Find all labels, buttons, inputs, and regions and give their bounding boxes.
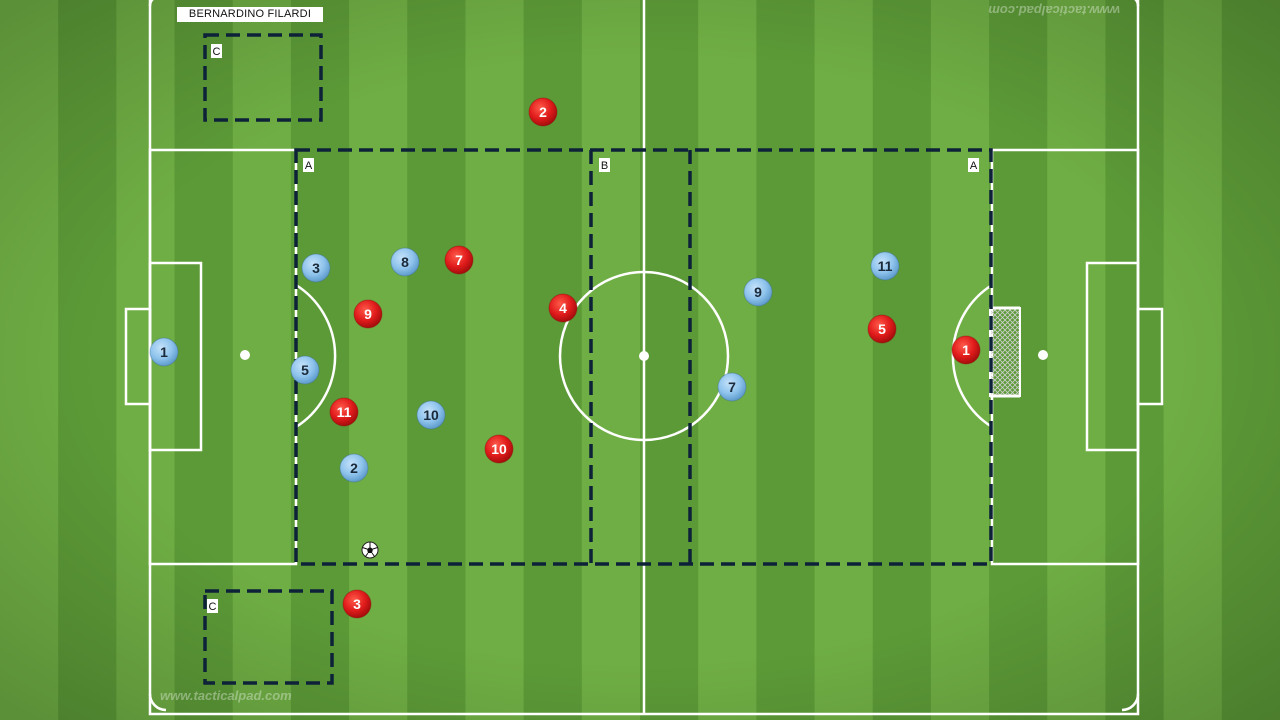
- blue-player-11[interactable]: 11: [870, 251, 900, 281]
- svg-text:2: 2: [350, 460, 358, 476]
- svg-text:B: B: [601, 160, 608, 172]
- zone-c-bottom: [203, 589, 334, 685]
- left-penalty-spot: [240, 350, 250, 360]
- pitch-lines: [124, 0, 1164, 716]
- blue-player-9[interactable]: 9: [743, 277, 773, 307]
- training-zones: [203, 33, 993, 685]
- svg-text:5: 5: [878, 321, 886, 337]
- svg-text:10: 10: [423, 407, 439, 423]
- red-player-9[interactable]: 9: [353, 299, 383, 329]
- zone-label-a-left: A: [303, 158, 314, 172]
- svg-text:C: C: [213, 46, 221, 58]
- corner-arc-bottom-left: [148, 693, 167, 712]
- red-player-11[interactable]: 11: [329, 397, 359, 427]
- zone-label-b: B: [599, 158, 610, 172]
- zone-label-c-bottom: C: [207, 599, 218, 613]
- centre-spot: [639, 351, 649, 361]
- svg-text:1: 1: [962, 342, 970, 358]
- zone-label-a-right: A: [968, 158, 979, 172]
- svg-text:A: A: [305, 160, 313, 172]
- team-red: 2 7 4 9 11 10: [329, 97, 981, 619]
- blue-player-7[interactable]: 7: [717, 372, 747, 402]
- red-player-3[interactable]: 3: [342, 589, 372, 619]
- blue-player-3[interactable]: 3: [301, 253, 331, 283]
- svg-text:2: 2: [539, 104, 547, 120]
- zone-c-top: [203, 33, 323, 122]
- centre-circle: [558, 270, 730, 442]
- svg-text:11: 11: [878, 258, 893, 274]
- red-player-4[interactable]: 4: [548, 293, 578, 323]
- red-player-2[interactable]: 2: [528, 97, 558, 127]
- corner-arc-top-left: [148, 0, 154, 7]
- author-label: BERNARDINO FILARDI: [177, 7, 323, 22]
- zone-labels: A B A C C: [207, 44, 979, 613]
- pitch-spots: [240, 350, 1048, 361]
- left-goal-frame: [124, 307, 152, 406]
- svg-text:9: 9: [754, 284, 762, 300]
- watermark-bottom: www.tacticalpad.com: [160, 688, 292, 703]
- svg-text:9: 9: [364, 306, 372, 322]
- team-blue: 3 8 1 5 10 2 9: [149, 247, 900, 483]
- svg-text:5: 5: [301, 362, 309, 378]
- soccer-ball-icon[interactable]: [361, 541, 379, 559]
- blue-player-10[interactable]: 10: [416, 400, 446, 430]
- watermark-top: www.tacticalpad.com: [988, 3, 1120, 18]
- red-player-5[interactable]: 5: [867, 314, 897, 344]
- blue-player-1[interactable]: 1: [149, 337, 179, 367]
- svg-text:8: 8: [401, 254, 409, 270]
- red-player-1[interactable]: 1: [951, 335, 981, 365]
- svg-text:3: 3: [353, 596, 361, 612]
- zone-label-c-top: C: [211, 44, 222, 58]
- left-penalty-arc: [295, 283, 337, 429]
- corner-arc-bottom-right: [1121, 693, 1140, 712]
- svg-text:11: 11: [337, 404, 352, 420]
- svg-text:A: A: [970, 160, 978, 172]
- red-player-10[interactable]: 10: [484, 434, 514, 464]
- svg-text:3: 3: [312, 260, 320, 276]
- svg-text:C: C: [209, 601, 217, 613]
- blue-player-8[interactable]: 8: [390, 247, 420, 277]
- right-penalty-spot: [1038, 350, 1048, 360]
- svg-text:7: 7: [728, 379, 736, 395]
- svg-text:7: 7: [455, 252, 463, 268]
- right-penalty-arc: [951, 283, 993, 429]
- zone-outer: [294, 148, 993, 566]
- svg-text:4: 4: [559, 300, 567, 316]
- blue-player-5[interactable]: 5: [290, 355, 320, 385]
- right-goal-frame: [1136, 307, 1164, 406]
- red-player-7[interactable]: 7: [444, 245, 474, 275]
- svg-text:1: 1: [160, 344, 168, 360]
- corner-arc-top-right: [1134, 0, 1140, 7]
- goal-net-icon: [989, 306, 1021, 398]
- svg-text:10: 10: [491, 441, 507, 457]
- blue-player-2[interactable]: 2: [339, 453, 369, 483]
